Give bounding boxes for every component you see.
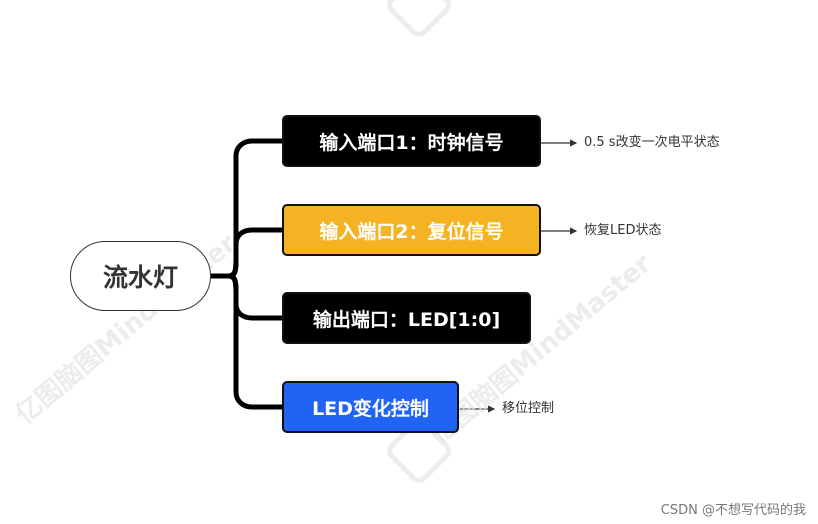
watermark-text: 亿图脑图MindMaster bbox=[425, 249, 657, 451]
branch-node-reset-input[interactable]: 输入端口2：复位信号 bbox=[282, 204, 541, 256]
branch-connector bbox=[228, 273, 282, 410]
branch-connector bbox=[228, 227, 282, 279]
note-shift: 移位控制 bbox=[502, 401, 555, 416]
watermark-logo-icon bbox=[387, 0, 451, 483]
branch-label: 输入端口1：时钟信号 bbox=[319, 131, 504, 154]
branch-node-led-control[interactable]: LED变化控制 bbox=[282, 381, 459, 433]
branch-label: 输出端口：LED[1:0] bbox=[312, 308, 501, 331]
root-node[interactable]: 流水灯 bbox=[70, 241, 211, 311]
branch-node-clock-input[interactable]: 输入端口1：时钟信号 bbox=[282, 115, 541, 167]
note-reset: 恢复LED状态 bbox=[584, 223, 662, 238]
branch-label: 输入端口2：复位信号 bbox=[319, 220, 504, 243]
note-clock: 0.5 s改变一次电平状态 bbox=[584, 135, 720, 150]
branch-node-led-output[interactable]: 输出端口：LED[1:0] bbox=[282, 292, 531, 344]
branch-label: LED变化控制 bbox=[312, 397, 429, 420]
root-label: 流水灯 bbox=[102, 263, 178, 292]
footer-credit: CSDN @不想写代码的我 bbox=[660, 503, 806, 518]
